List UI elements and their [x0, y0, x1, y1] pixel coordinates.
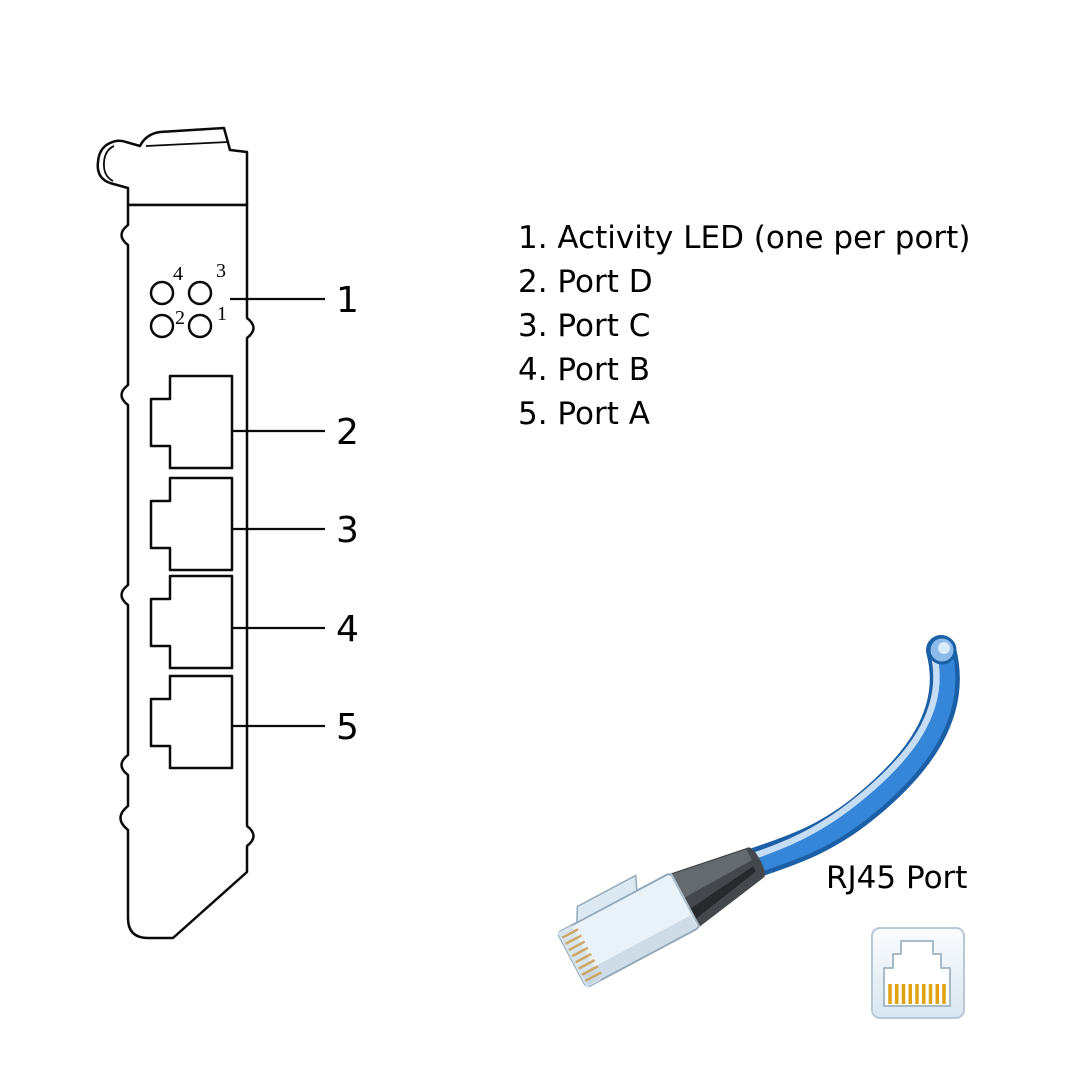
legend: 1. Activity LED (one per port) 2. Port D… [518, 216, 970, 436]
plug-boot-shadow [674, 866, 756, 925]
legend-item-2: 2. Port D [518, 264, 653, 300]
port-d-cutout [149, 374, 234, 470]
ethernet-cable-illustration [557, 635, 960, 988]
plug-contacts [561, 928, 602, 983]
led-number-1: 1 [217, 303, 227, 325]
plug-latch [576, 874, 638, 924]
callout-number-port-c: 3 [336, 510, 359, 551]
bracket-top-tab [96, 126, 249, 207]
rj45-port-label: RJ45 Port [826, 860, 968, 896]
plug-boot-highlight [661, 849, 753, 908]
rj45-plug [557, 847, 765, 988]
bracket-body [119, 203, 255, 940]
nic-bracket: 4 3 2 1 [96, 126, 255, 940]
callout-number-port-a: 5 [336, 707, 359, 748]
port-c-cutout [149, 476, 234, 572]
activity-led-3 [187, 280, 213, 306]
callout-number-port-d: 2 [336, 412, 359, 453]
led-number-3: 3 [216, 260, 226, 282]
rj45-port-icon [871, 927, 965, 1019]
activity-led-1 [187, 313, 213, 339]
cable-body [741, 639, 956, 875]
bracket-tab-fold-line [145, 141, 229, 147]
legend-item-5: 5. Port A [518, 396, 650, 432]
port-icon-pins [888, 984, 946, 1004]
activity-led-4 [149, 280, 175, 306]
bracket-tab-crease [103, 145, 115, 182]
legend-item-4: 4. Port B [518, 352, 651, 388]
legend-item-1: 1. Activity LED (one per port) [518, 220, 971, 256]
plug-seam [669, 872, 701, 929]
port-a-cutout [149, 674, 234, 770]
callout-number-led: 1 [336, 280, 359, 321]
legend-item-3: 3. Port C [518, 308, 651, 344]
cable-cut-end-core [938, 642, 950, 654]
callouts: 1 2 3 4 5 [230, 280, 359, 748]
cable-highlight [744, 647, 940, 862]
port-icon-opening [883, 940, 951, 1007]
led-number-2: 2 [175, 307, 185, 329]
activity-led-2 [149, 313, 175, 339]
plug-lower-shade [581, 915, 698, 986]
callout-number-port-b: 4 [336, 609, 359, 650]
led-number-4: 4 [173, 263, 183, 285]
port-b-cutout [149, 574, 234, 670]
